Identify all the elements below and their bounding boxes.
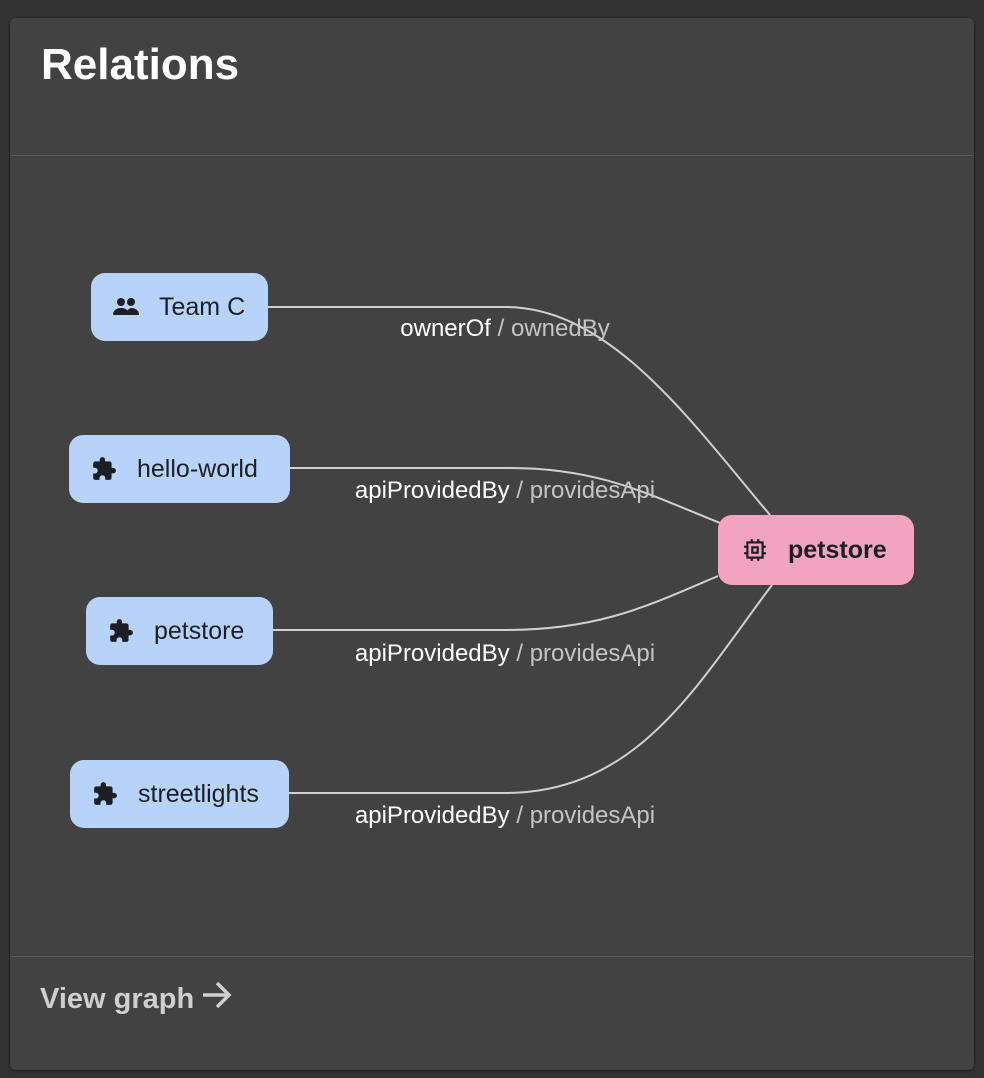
arrow-right-icon: [200, 980, 234, 1018]
edge-label: apiProvidedBy / providesApi: [354, 477, 656, 504]
puzzle-icon: [90, 779, 120, 809]
edge-team: [268, 306, 771, 516]
node-petstore-api[interactable]: petstore: [86, 597, 273, 665]
node-label: Team C: [159, 292, 246, 321]
edge-label: ownerOf / ownedBy: [400, 315, 610, 342]
group-icon: [111, 292, 141, 322]
node-label: hello-world: [137, 454, 258, 483]
node-label: petstore: [154, 616, 245, 645]
puzzle-icon: [106, 616, 136, 646]
node-label: petstore: [788, 535, 887, 564]
node-hello-world[interactable]: hello-world: [69, 435, 290, 503]
view-graph-link[interactable]: View graph: [40, 980, 234, 1018]
node-label: streetlights: [138, 779, 259, 808]
chip-icon: [740, 535, 770, 565]
edge-petstore: [273, 575, 719, 631]
edge-streetlights: [289, 584, 773, 794]
node-streetlights[interactable]: streetlights: [70, 760, 289, 828]
edge-label: apiProvidedBy / providesApi: [354, 802, 656, 829]
puzzle-icon: [89, 454, 119, 484]
card-title: Relations: [41, 40, 240, 89]
edge-label: apiProvidedBy / providesApi: [354, 640, 656, 667]
node-petstore-main[interactable]: petstore: [718, 515, 914, 585]
node-team-c[interactable]: Team C: [91, 273, 268, 341]
view-graph-label: View graph: [40, 982, 195, 1015]
edge-hello: [290, 467, 721, 524]
